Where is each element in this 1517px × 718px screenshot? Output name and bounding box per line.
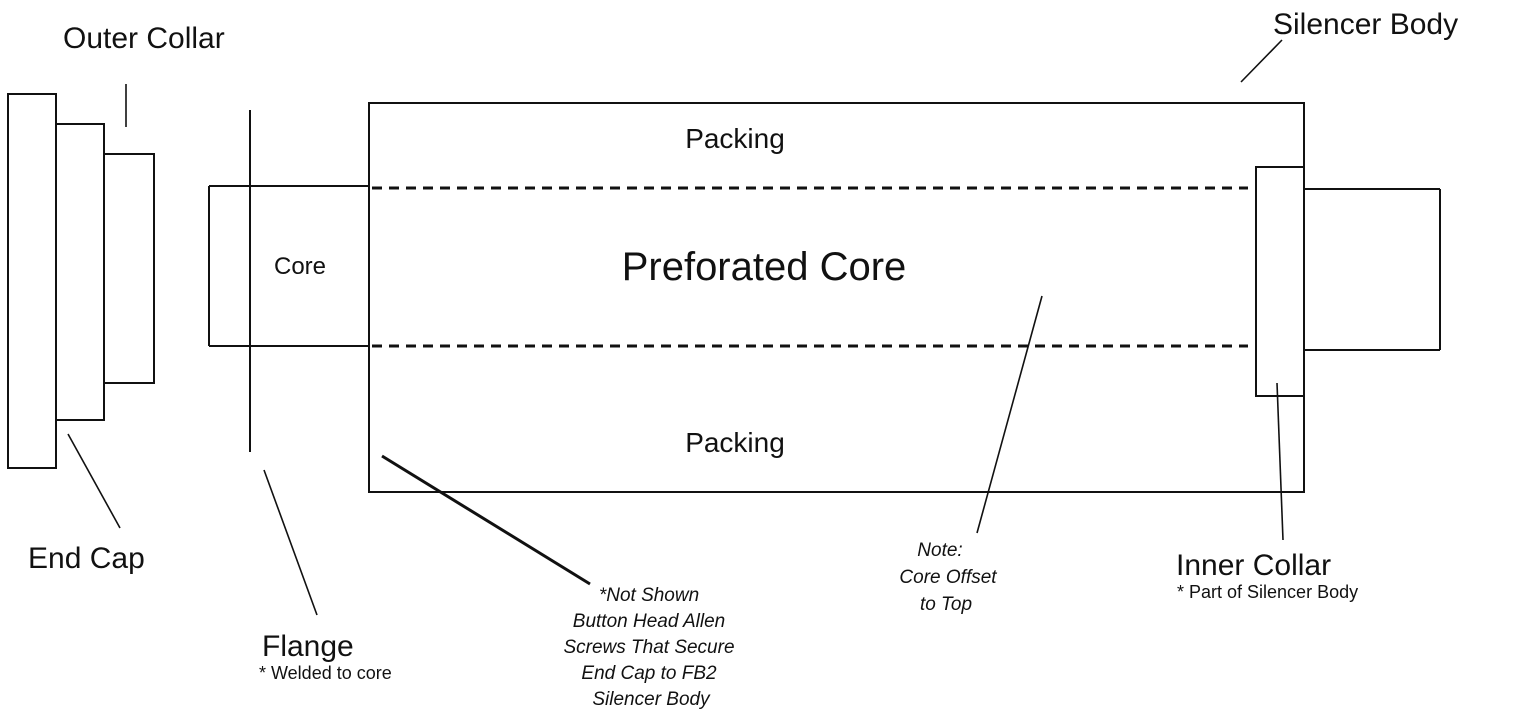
end-cap-plate: [7, 93, 57, 469]
not-shown-leader: [381, 454, 591, 586]
not-shown-line-4: End Cap to FB2: [581, 663, 717, 684]
core-offset-line-2: Core Offset: [899, 567, 997, 588]
inner-collar-leader: [1276, 382, 1284, 541]
not-shown-line-5: Silencer Body: [592, 689, 711, 710]
silencer-body-leader: [1240, 39, 1283, 83]
end-cap-leader: [67, 433, 121, 529]
not-shown-line-3: Screws That Secure: [563, 637, 734, 658]
flange-leader: [263, 469, 318, 616]
core-offset-note: Note: Core Offset to Top: [899, 540, 997, 615]
core-offset-leader: [976, 295, 1043, 534]
not-shown-line-2: Button Head Allen: [573, 611, 725, 632]
inner-collar: [1255, 166, 1305, 397]
rear-tube: [1304, 188, 1441, 351]
packing-bottom-label: Packing: [685, 427, 785, 458]
core-offset-line-1: Note:: [917, 540, 962, 561]
inner-collar-note: * Part of Silencer Body: [1177, 582, 1358, 602]
end-cap-step: [55, 123, 105, 421]
core-tube: [208, 185, 369, 347]
silencer-body-label: Silencer Body: [1273, 8, 1458, 41]
perforated-core-label: Preforated Core: [622, 245, 907, 289]
flange-label: Flange: [262, 630, 354, 663]
end-cap-assembly: [7, 93, 155, 469]
packing-top-label: Packing: [685, 123, 785, 154]
silencer-body: [368, 102, 1305, 493]
end-cap-label: End Cap: [28, 542, 145, 575]
not-shown-line-1: *Not Shown: [599, 585, 699, 606]
outer-collar-label: Outer Collar: [63, 22, 225, 55]
not-shown-note: *Not Shown Button Head Allen Screws That…: [563, 585, 734, 710]
core-offset-line-3: to Top: [920, 594, 972, 615]
inner-collar-label: Inner Collar: [1176, 549, 1331, 582]
outer-collar: [103, 153, 155, 384]
flange-note: * Welded to core: [259, 663, 392, 683]
core-label: Core: [274, 253, 326, 280]
